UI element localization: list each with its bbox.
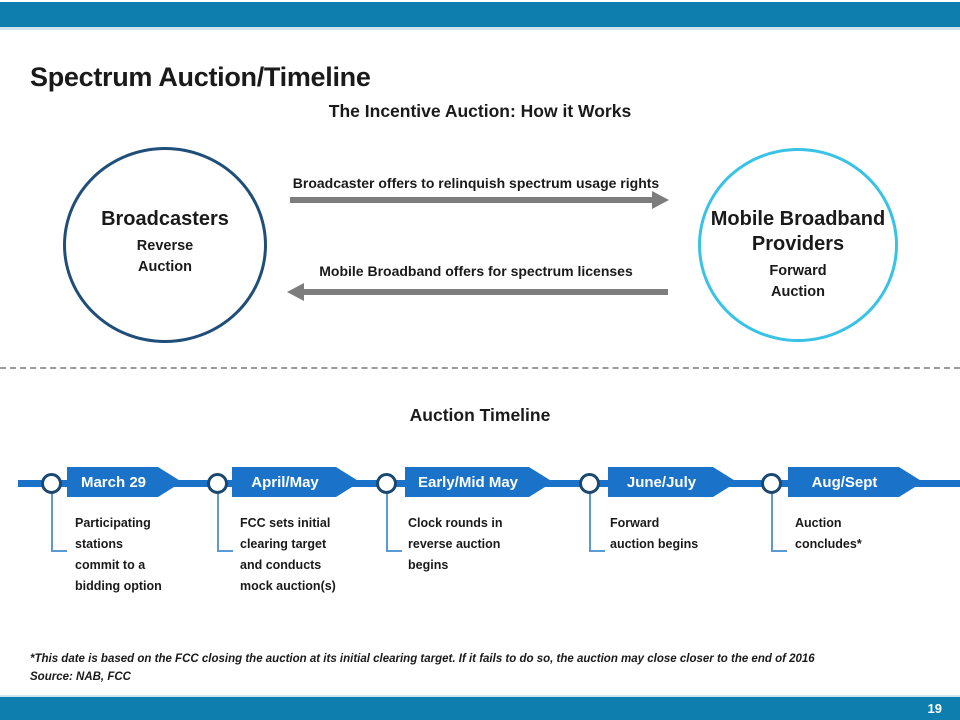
timeline-node-5: [761, 473, 782, 494]
left-arrow-label: Mobile Broadband offers for spectrum lic…: [319, 263, 633, 279]
milestone-connector-2: [217, 490, 219, 552]
mobile-broadband-label: Mobile Broadband Providers: [710, 208, 886, 255]
timeline-node-2: [207, 473, 228, 494]
timeline-node-4: [579, 473, 600, 494]
milestone-desc-5: Auction concludes*: [795, 516, 862, 551]
dashed-divider: [0, 367, 960, 369]
milestone-connector-foot-3: [388, 550, 402, 552]
mobile-broadband-circle-text: Mobile Broadband Providers Forward Aucti…: [688, 207, 908, 303]
right-arrow-shaft: [290, 197, 652, 203]
mobile-broadband-sublabel: Forward Auction: [769, 263, 827, 300]
milestone-date-2: April/May: [232, 467, 360, 497]
milestone-desc-3: Clock rounds in reverse auction begins: [408, 516, 503, 572]
diagram-heading: The Incentive Auction: How it Works: [328, 101, 632, 121]
milestone-connector-foot-1: [53, 550, 67, 552]
timeline-heading: Auction Timeline: [409, 405, 551, 425]
milestone-connector-5: [771, 490, 773, 552]
footnote: *This date is based on the FCC closing t…: [30, 653, 815, 665]
mobile-broadband-circle: [698, 148, 898, 342]
milestone-date-1: March 29: [67, 467, 182, 497]
milestone-connector-foot-2: [219, 550, 233, 552]
milestone-date-4: June/July: [608, 467, 737, 497]
milestone-connector-foot-5: [773, 550, 787, 552]
page-number: 19: [927, 701, 942, 716]
broadcasters-label: Broadcasters: [101, 208, 229, 230]
source-note: Source: NAB, FCC: [30, 671, 131, 683]
milestone-date-3: Early/Mid May: [405, 467, 553, 497]
milestone-connector-foot-4: [591, 550, 605, 552]
right-arrow-head-icon: [652, 191, 669, 209]
milestone-connector-3: [386, 490, 388, 552]
milestone-desc-2: FCC sets initial clearing target and con…: [240, 516, 336, 593]
left-arrow-head-icon: [287, 283, 304, 301]
page-title: Spectrum Auction/Timeline: [30, 62, 371, 93]
milestone-desc-1: Participating stations commit to a biddi…: [75, 516, 162, 593]
milestone-connector-1: [51, 490, 53, 552]
broadcasters-circle-text: Broadcasters Reverse Auction: [65, 207, 265, 278]
broadcasters-sublabel: Reverse Auction: [136, 238, 194, 275]
broadcasters-circle: [63, 147, 267, 343]
top-accent-bar: [0, 2, 960, 30]
right-arrow-label: Broadcaster offers to relinquish spectru…: [292, 175, 660, 191]
left-arrow-shaft: [304, 289, 668, 295]
milestone-date-5: Aug/Sept: [788, 467, 923, 497]
timeline-node-3: [376, 473, 397, 494]
timeline-node-1: [41, 473, 62, 494]
bottom-accent-bar: 19: [0, 695, 960, 720]
milestone-connector-4: [589, 490, 591, 552]
milestone-desc-4: Forward auction begins: [610, 516, 699, 551]
